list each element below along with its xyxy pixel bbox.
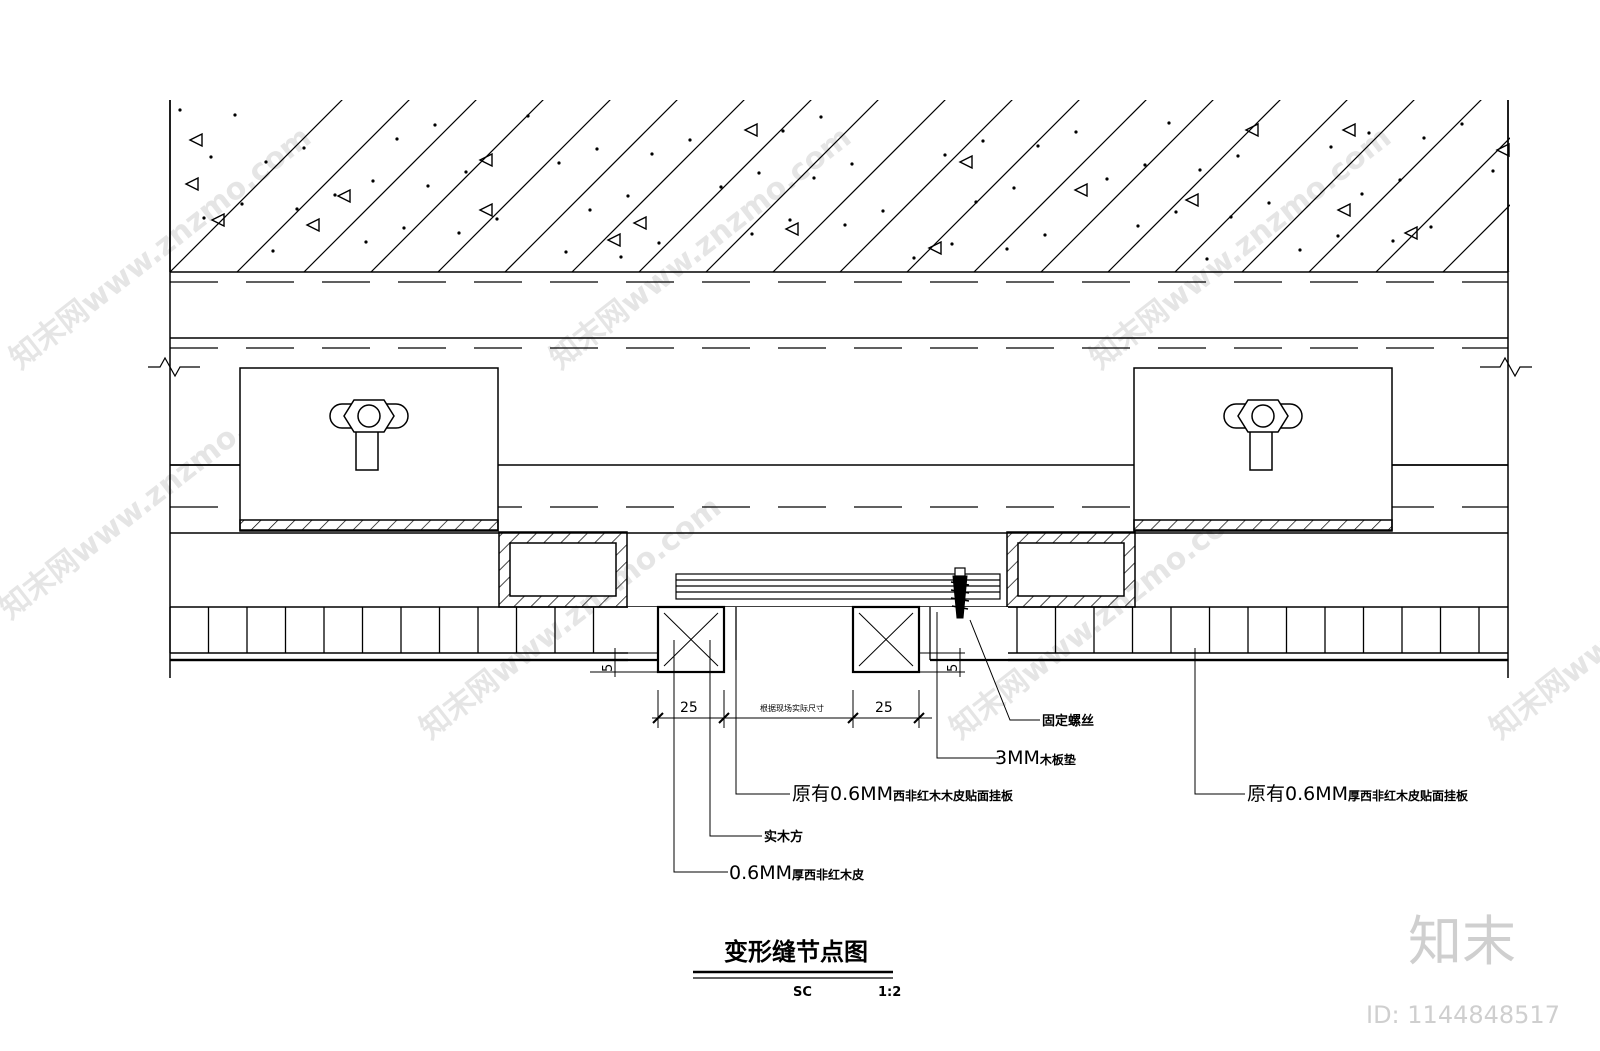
steel-tube-right [1006, 531, 1136, 608]
gap-dim-right-label: 5 [946, 664, 961, 672]
label-veneer-right: 原有0.6MM厚西非红木皮贴面挂板 [1247, 783, 1469, 805]
drawing-title: 变形缝节点图 [724, 938, 868, 966]
label-veneer-bottom-suffix: 厚西非红木皮 [792, 867, 864, 882]
label-veneer-bottom: 0.6MM厚西非红木皮 [729, 862, 864, 884]
solid-wood-block-right [851, 605, 921, 674]
leader-lines [673, 612, 1245, 873]
scale-label-right: 1:2 [878, 985, 901, 1000]
label-pad: 3MM木板垫 [995, 747, 1076, 769]
watermark-text: 知末网www.znzmo.com [1483, 490, 1600, 747]
label-veneer-right-prefix: 原有0.6MM [1247, 783, 1348, 805]
label-solid-wood: 实木方 [764, 829, 803, 845]
dim-right-25: 25 [875, 700, 893, 716]
bolt-icon [329, 399, 409, 471]
hanger-bracket-right [1133, 367, 1393, 532]
brand-logo: 知末 [1408, 910, 1516, 973]
label-pad-suffix: 木板垫 [1039, 752, 1076, 767]
scale-label-left: SC [793, 985, 812, 1000]
dim-left-25: 25 [680, 700, 698, 716]
label-screw: 固定螺丝 [1042, 713, 1094, 729]
label-veneer-left: 原有0.6MM西非红木木皮贴面挂板 [792, 783, 1014, 805]
hanger-bracket-left [239, 367, 499, 532]
wood-pad-strip [675, 573, 1001, 600]
label-pad-prefix: 3MM [995, 747, 1040, 769]
gap-dimension-left [590, 648, 658, 677]
brand-id: ID: 1144848517 [1366, 1001, 1560, 1029]
label-veneer-right-suffix: 厚西非红木皮贴面挂板 [1348, 788, 1469, 803]
width-dimension [652, 690, 932, 728]
gap-dimension-right [919, 648, 965, 677]
bolt-icon [1223, 399, 1303, 471]
steel-tube-left [498, 531, 628, 608]
fixing-screw [950, 567, 970, 619]
title-underline [693, 970, 893, 979]
label-veneer-left-prefix: 原有0.6MM [792, 783, 893, 805]
veneer-panel-grid [169, 607, 1480, 653]
dim-middle: 根据现场实际尺寸 [760, 703, 824, 713]
joint-cover [170, 607, 1508, 663]
solid-wood-block-left [656, 605, 726, 674]
label-veneer-bottom-prefix: 0.6MM [729, 862, 792, 884]
gap-dim-left-label: 5 [601, 664, 616, 672]
concrete-wall [169, 100, 1510, 272]
label-veneer-left-suffix: 西非红木木皮贴面挂板 [893, 788, 1014, 803]
